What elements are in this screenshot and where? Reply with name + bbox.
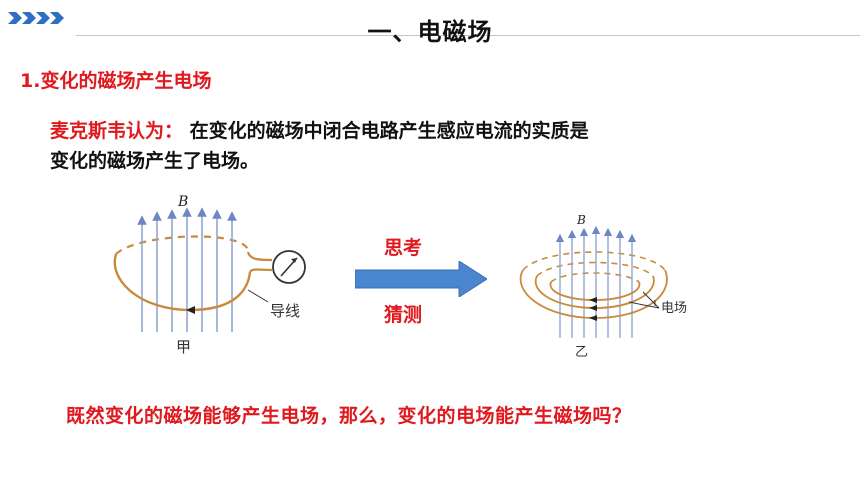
section-subtitle: 1.变化的磁场产生电场 — [20, 70, 212, 92]
b-label-left: B — [177, 194, 188, 210]
b-label-right: B — [576, 213, 586, 227]
question-text: 既然变化的磁场能够产生电场，那么，变化的电场能产生磁场吗？ — [66, 405, 632, 427]
speaker-label: 麦克斯韦认为： — [50, 120, 184, 142]
caption-right: 乙 — [575, 345, 588, 358]
wire-label: 导线 — [270, 302, 300, 320]
paragraph-line-1: 麦克斯韦认为： 在变化的磁场中闭合电路产生感应电流的实质是 — [50, 116, 589, 146]
right-arrow-icon — [355, 261, 487, 297]
chevron-decoration-icon — [8, 12, 64, 24]
paragraph-line-2: 变化的磁场产生了电场。 — [50, 150, 260, 172]
page-title: 一、电磁场 — [367, 18, 493, 46]
figure-right-diagram: B 电场 乙 — [519, 213, 687, 358]
field-label: 电场 — [661, 301, 687, 316]
header-divider — [76, 35, 860, 36]
paragraph-line1-text: 在变化的磁场中闭合电路产生感应电流的实质是 — [189, 120, 589, 142]
think-label: 思考 — [384, 237, 423, 259]
figure-left-diagram: B 导线 甲 — [113, 194, 306, 356]
field-lines-right — [555, 225, 637, 338]
field-lines-left — [137, 207, 237, 332]
guess-label: 猜测 — [384, 304, 423, 326]
caption-left: 甲 — [176, 338, 191, 356]
main-paragraph: 麦克斯韦认为： 在变化的磁场中闭合电路产生感应电流的实质是 变化的磁场产生了电场… — [50, 116, 589, 176]
